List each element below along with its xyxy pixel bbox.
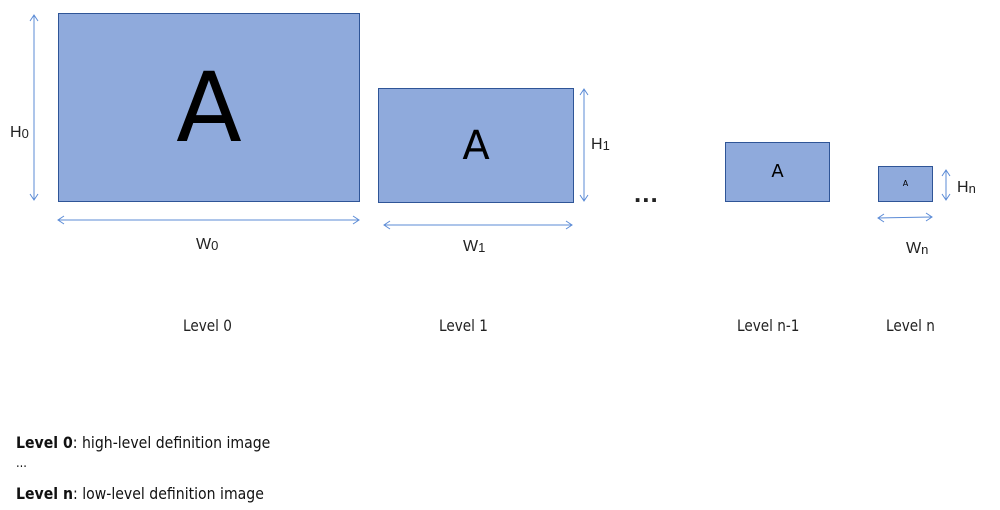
level-n-1-image: A [725, 142, 830, 202]
legend-level-0-term: Level 0 [16, 433, 73, 452]
width-label-level-1: W1 [463, 238, 486, 255]
legend-level-n-term: Level n [16, 484, 74, 503]
legend-level-n-description: : low-level definition image [73, 484, 264, 503]
level-label-n-1: Level n-1 [737, 316, 800, 335]
level-label-0: Level 0 [183, 316, 232, 335]
legend-level-0-description: : high-level definition image [72, 433, 271, 452]
letter-a-level-n: A [902, 179, 909, 188]
letter-a-level-1: A [462, 122, 490, 169]
level-n-image: A [878, 166, 933, 202]
legend-ellipsis: ... [16, 456, 27, 471]
level-label-n: Level n [886, 316, 935, 335]
height-label-level-1: H1 [591, 136, 610, 153]
height-label-level-n: Hn [957, 179, 976, 196]
letter-a-level-0: A [176, 51, 242, 164]
height-arrow-level-0 [29, 14, 39, 201]
level-1-image: A [378, 88, 574, 203]
width-label-level-0: W0 [196, 236, 219, 253]
legend-line-level-n: Level n: low-level definition image [16, 484, 264, 503]
height-arrow-level-n [941, 169, 951, 201]
height-arrow-level-1 [579, 88, 589, 202]
height-label-level-0: H0 [10, 124, 29, 141]
width-arrow-level-0 [57, 215, 360, 225]
letter-a-level-n-1: A [771, 161, 784, 182]
width-arrow-level-n [877, 212, 933, 223]
level-label-1: Level 1 [439, 316, 488, 335]
ellipsis: ... [634, 178, 659, 208]
level-0-image: A [58, 13, 360, 202]
width-arrow-level-1 [383, 220, 573, 230]
width-label-level-n: Wn [906, 240, 929, 257]
legend-line-level-0: Level 0: high-level definition image [16, 433, 270, 452]
